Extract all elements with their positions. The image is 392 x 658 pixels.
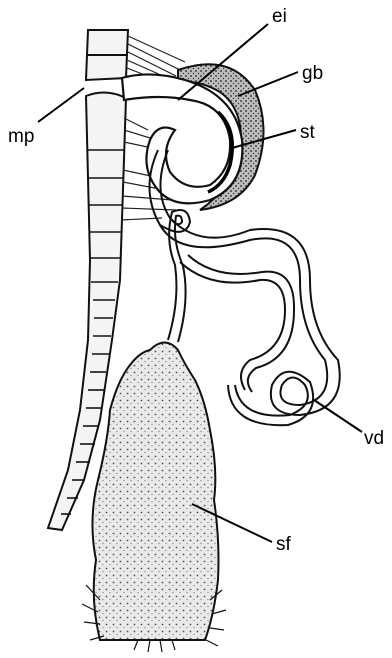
label-sf: sf (276, 534, 292, 555)
leader-vd (314, 400, 362, 432)
seminal-funnel (92, 343, 218, 641)
leader-mp (38, 88, 84, 122)
label-mp: mp (8, 126, 34, 147)
label-st: st (300, 122, 316, 143)
label-gb: gb (302, 63, 323, 84)
label-vd: vd (364, 428, 384, 449)
label-ei: ei (272, 6, 287, 27)
